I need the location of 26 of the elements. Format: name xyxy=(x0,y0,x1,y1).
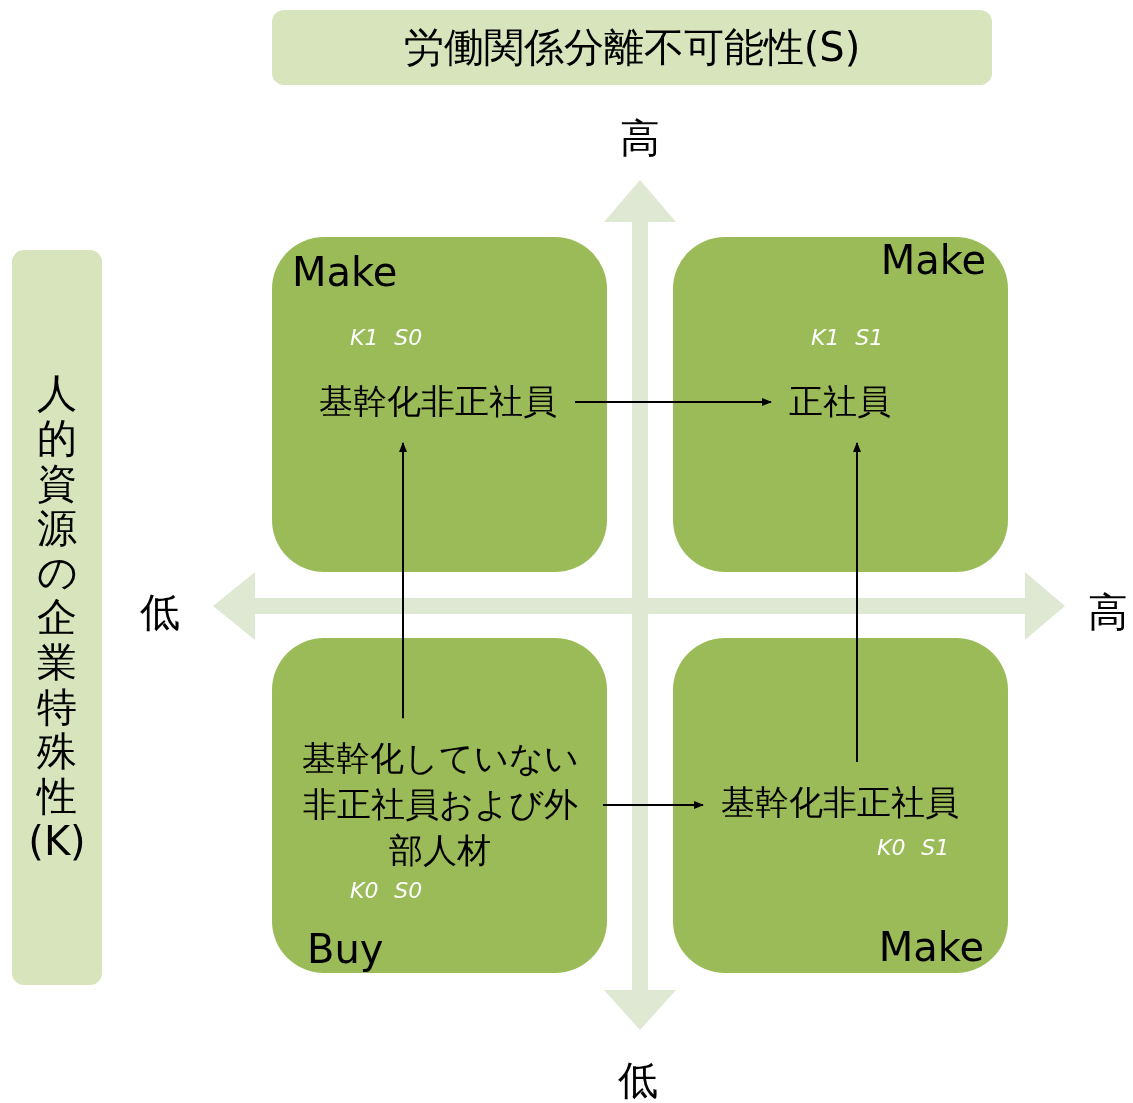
axis-end-label: 高 xyxy=(1088,589,1128,635)
quadrant-text: 基幹化していない非正社員および外部人材 xyxy=(295,736,585,874)
quadrant-box xyxy=(272,638,607,973)
arrow xyxy=(602,801,704,809)
code-label: K1 S1 xyxy=(811,325,884,351)
axis-end-label: 高 xyxy=(620,115,660,161)
code-label: K1 S0 xyxy=(350,325,423,351)
code-label: K0 S0 xyxy=(350,878,423,904)
axis-end-label: 低 xyxy=(140,589,180,635)
axis-end-label: 低 xyxy=(618,1057,658,1103)
strategy-label: Make xyxy=(880,237,986,283)
quadrant-text: 正社員 xyxy=(789,379,891,425)
title-banner: 労働関係分離不可能性(S) xyxy=(272,10,992,85)
axis-title-banner: 人的資源の企業特殊性(K) xyxy=(12,250,102,985)
quadrant-box xyxy=(673,638,1008,973)
quadrant-box xyxy=(673,237,1008,572)
arrow xyxy=(399,441,407,720)
quadrant-text: 基幹化非正社員 xyxy=(319,379,557,425)
arrow xyxy=(574,398,772,406)
arrow xyxy=(853,441,861,764)
strategy-label: Make xyxy=(878,924,984,970)
strategy-label: Buy xyxy=(307,926,384,972)
strategy-label: Make xyxy=(292,249,398,295)
quadrant-box xyxy=(272,237,607,572)
quadrant-text: 基幹化非正社員 xyxy=(721,780,959,826)
code-label: K0 S1 xyxy=(877,835,950,861)
